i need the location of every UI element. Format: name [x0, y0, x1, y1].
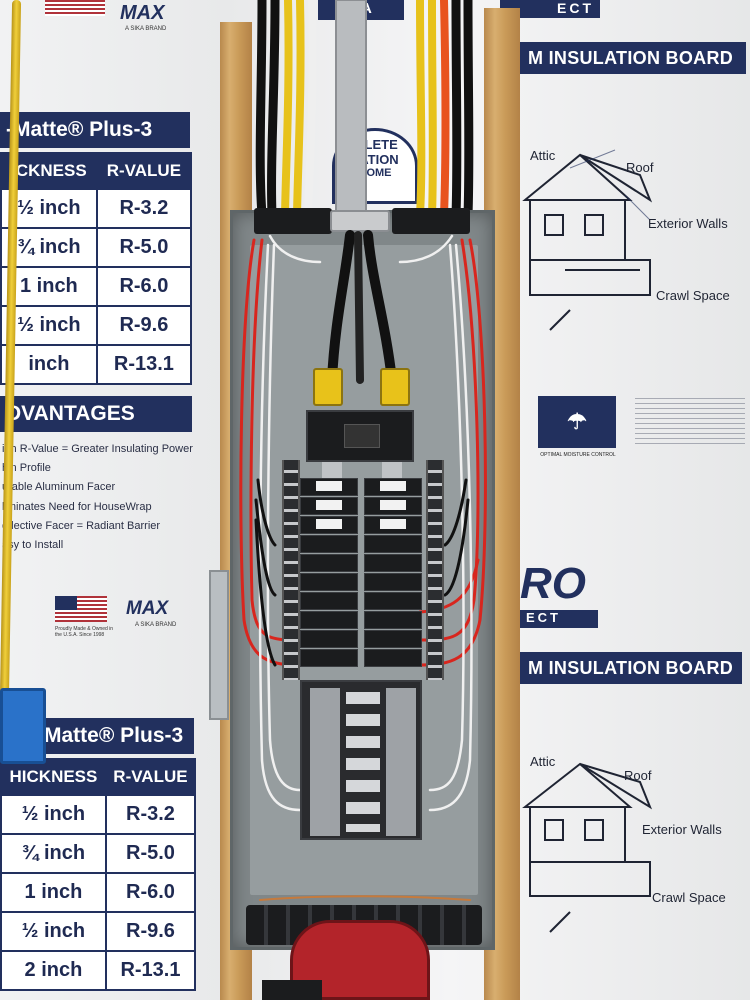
col-thickness: HICKNESS — [0, 758, 107, 796]
house-diagram-icon — [522, 149, 653, 331]
breaker[interactable] — [364, 630, 422, 648]
brand-logo-mid: MAX — [126, 598, 169, 619]
empty-breaker-slots — [300, 680, 422, 840]
breaker[interactable] — [300, 649, 358, 667]
house-label-attic: Attic — [530, 148, 556, 163]
cell: ½ inch — [0, 305, 98, 346]
breaker[interactable] — [300, 592, 358, 610]
house-label-roof: Roof — [624, 768, 652, 783]
cell: R-9.6 — [95, 305, 193, 346]
main-lug-right — [380, 368, 410, 406]
advantages-title: DVANTAGES — [0, 396, 192, 432]
bus-bar-right — [382, 462, 402, 478]
breaker[interactable] — [300, 630, 358, 648]
breaker[interactable] — [364, 649, 422, 667]
usa-flag-icon — [55, 596, 107, 622]
brand-logo-top: MAX — [120, 2, 165, 24]
advantage-item: eflective Facer = Radiant Barrier — [2, 519, 161, 532]
cell: R-13.1 — [104, 950, 197, 991]
cell: R-5.0 — [95, 227, 193, 268]
cell: ½ inch — [0, 911, 107, 952]
breaker[interactable] — [364, 554, 422, 572]
cell: 2 inch — [0, 950, 107, 991]
cell: R-3.2 — [104, 794, 197, 835]
side-bracket — [209, 570, 229, 720]
breaker-column-right — [364, 478, 422, 674]
product-title-bottom: Matte® Plus-3 — [38, 718, 194, 754]
house-label-exterior-walls: Exterior Walls — [648, 216, 728, 231]
brand-sub-mid: A SIKA BRAND — [135, 622, 177, 628]
cell: ¾ inch — [0, 833, 107, 874]
drill-battery — [262, 980, 322, 1000]
usa-flag-icon — [45, 0, 105, 16]
neutral-bar-right — [426, 460, 444, 680]
house-label-crawl-space: Crawl Space — [656, 288, 730, 303]
right-insulation-board: ECT M INSULATION BOARD Attic Roof Exteri… — [500, 0, 750, 1000]
breaker[interactable] — [364, 573, 422, 591]
col-rvalue: R-VALUE — [95, 152, 193, 190]
advantage-item: asy to Install — [2, 539, 64, 552]
moisture-caption: OPTIMAL MOISTURE CONTROL — [540, 452, 616, 458]
cell: R-9.6 — [104, 911, 197, 952]
advantage-item: liminates Need for HouseWrap — [2, 500, 152, 513]
neutral-bar-left — [282, 460, 300, 680]
gfci-label — [316, 500, 342, 510]
cell: R-13.1 — [95, 344, 193, 385]
board-fragment-top: ECT — [500, 0, 600, 18]
board-logo-fragment: RO — [520, 559, 586, 608]
brand-sub-top: A SIKA BRAND — [125, 26, 167, 32]
house-label-exterior-walls: Exterior Walls — [642, 822, 722, 837]
cable-clamp-right — [392, 208, 470, 234]
cable-clamp-left — [254, 208, 332, 234]
cell: ½ inch — [0, 794, 107, 835]
advantages-list: igh R-Value = Greater Insulating Power h… — [2, 440, 193, 555]
house-label-attic: Attic — [530, 754, 556, 769]
cell: R-6.0 — [104, 872, 197, 913]
cell: 1 inch — [0, 872, 107, 913]
made-in-usa-text: Proudly Made & Owned in the U.S.A. Since… — [55, 626, 114, 638]
gfci-label — [316, 481, 342, 491]
breaker[interactable] — [364, 535, 422, 553]
moisture-control-icon: ☂ — [538, 396, 616, 448]
gfci-label — [380, 500, 406, 510]
breaker[interactable] — [300, 554, 358, 572]
house-label-roof: Roof — [626, 160, 654, 175]
cell: inch — [0, 344, 98, 385]
fine-print-block — [635, 398, 745, 448]
gfci-label — [316, 519, 342, 529]
advantage-item: hin Profile — [2, 462, 51, 475]
col-rvalue: R-VALUE — [104, 758, 197, 796]
board-logo-sub: ECT — [520, 610, 598, 628]
breaker[interactable] — [364, 611, 422, 629]
board-header-top: M INSULATION BOARD — [520, 42, 746, 74]
house-label-crawl-space: Crawl Space — [652, 890, 726, 905]
gfci-label — [380, 481, 406, 491]
cell: R-6.0 — [95, 266, 193, 307]
product-title-top: -Matte® Plus-3 — [0, 112, 190, 148]
gfci-label — [380, 519, 406, 529]
conduit-fitting — [330, 210, 390, 232]
breaker[interactable] — [300, 535, 358, 553]
bus-bar-left — [322, 462, 342, 478]
blue-junction-box — [0, 688, 46, 764]
breaker[interactable] — [364, 592, 422, 610]
power-drill — [290, 920, 430, 1000]
cell: R-5.0 — [104, 833, 197, 874]
board-header-bottom: M INSULATION BOARD — [520, 652, 742, 684]
breaker[interactable] — [300, 611, 358, 629]
advantage-item: igh R-Value = Greater Insulating Power — [2, 443, 193, 455]
advantage-item: urable Aluminum Facer — [2, 481, 116, 494]
main-breaker — [306, 410, 414, 462]
breaker[interactable] — [300, 573, 358, 591]
cell: R-3.2 — [95, 188, 193, 229]
main-lug-left — [313, 368, 343, 406]
house-diagram-icon — [522, 762, 653, 933]
